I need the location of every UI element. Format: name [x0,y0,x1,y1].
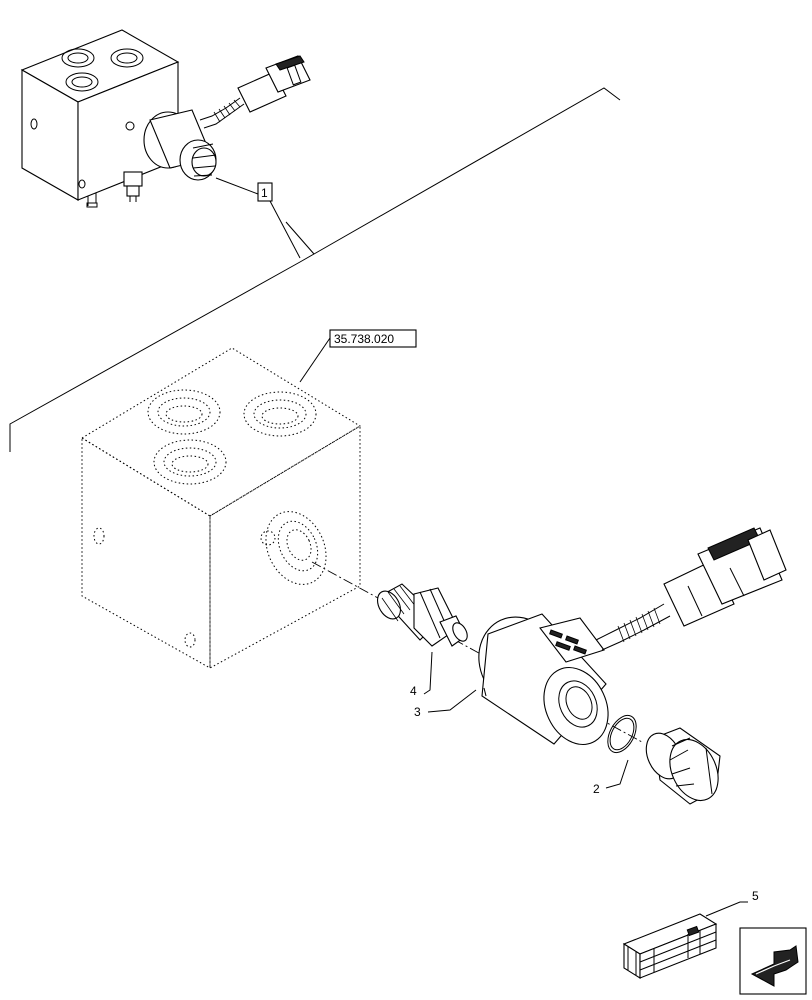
overview-assembly [20,29,311,208]
callout-box-1 [257,182,273,202]
valve-cartridge [376,583,468,647]
next-page-arrow-icon[interactable] [739,927,807,995]
callout-label-2: 2 [593,782,600,796]
reference-callout-box [329,329,417,348]
overview-spring [213,99,241,123]
callout-label-5: 5 [752,889,759,903]
strain-relief-spring [617,607,661,643]
retaining-nut [645,727,721,805]
overview-valve-block [20,29,180,208]
callout-label-4: 4 [410,684,417,698]
kit-crate [622,913,718,979]
reference-valve-block [81,347,361,669]
reference-callout-label: 35.738.020 [334,332,394,346]
solenoid-coil [478,527,787,745]
callout-label-1: 1 [261,186,268,200]
callout-label-3: 3 [414,705,421,719]
section-divider [9,87,621,452]
o-ring [607,714,637,754]
overview-solenoid [125,55,311,181]
